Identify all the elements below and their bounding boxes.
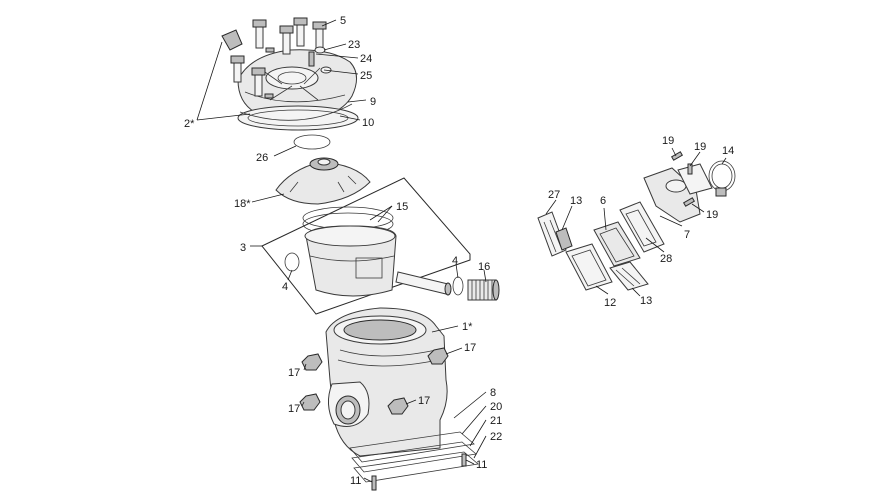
label-8: 8: [490, 387, 496, 399]
label-19-top: 19: [694, 141, 706, 153]
label-17-center: 17: [418, 395, 430, 407]
piston-kit-frame: [261, 177, 471, 315]
label-14: 14: [722, 145, 734, 157]
part-labels: 5 23 24 25 9 10 2* 26 18* 15 3 4 4 16 1*…: [184, 15, 734, 487]
label-5: 5: [340, 15, 346, 27]
piston-group: [284, 206, 464, 297]
label-9: 9: [370, 96, 376, 108]
label-21: 21: [490, 415, 502, 427]
cylinder-head-group: [221, 17, 359, 131]
label-10: 10: [362, 117, 374, 129]
label-11-bottom: 11: [350, 475, 361, 487]
spark-plug-cap: [221, 29, 243, 51]
label-17-left-bottom: 17: [288, 403, 300, 415]
reed-petal: [537, 211, 567, 257]
label-7: 7: [684, 229, 690, 241]
leader-lines: [196, 19, 727, 483]
head-gasket: [237, 105, 359, 131]
label-17-left-top: 17: [288, 367, 300, 379]
label-13-top: 13: [570, 195, 582, 207]
label-16: 16: [478, 261, 490, 273]
label-12: 12: [604, 297, 616, 309]
label-2: 2*: [184, 118, 195, 130]
label-24: 24: [360, 53, 372, 65]
label-26: 26: [256, 152, 268, 164]
label-19-bottom: 19: [706, 209, 718, 221]
o-ring: [293, 134, 331, 150]
label-23: 23: [348, 39, 360, 51]
label-22: 22: [490, 431, 502, 443]
label-6: 6: [600, 195, 606, 207]
label-28: 28: [660, 253, 672, 265]
label-3: 3: [240, 242, 246, 254]
head-insert: [275, 157, 371, 205]
needle-bearing: [467, 279, 500, 301]
cylinder-nuts: [299, 347, 449, 415]
head-bolts: [230, 17, 327, 99]
label-20: 20: [490, 401, 502, 413]
reed-valve-group: [537, 151, 736, 291]
label-11-right: 11: [476, 459, 487, 471]
label-4-right: 4: [452, 255, 458, 267]
reed-block: [593, 221, 641, 267]
label-25: 25: [360, 70, 372, 82]
label-27: 27: [548, 189, 560, 201]
label-4-left: 4: [282, 281, 288, 293]
piston-pin: [395, 271, 449, 295]
hose-clamp: [708, 160, 736, 192]
cylinder-group: [299, 307, 479, 491]
label-13-bottom: 13: [640, 295, 652, 307]
label-15: 15: [396, 201, 408, 213]
label-1: 1*: [462, 321, 473, 333]
label-18: 18*: [234, 198, 251, 210]
reed-gasket: [565, 243, 613, 291]
label-19-left: 19: [662, 135, 674, 147]
label-17-right: 17: [464, 342, 476, 354]
